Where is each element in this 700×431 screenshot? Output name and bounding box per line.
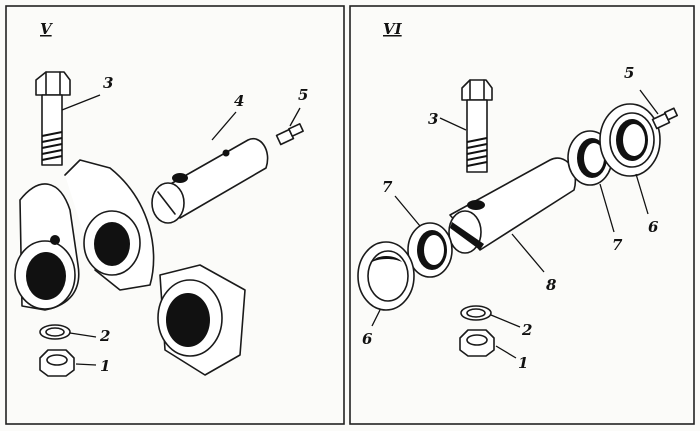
lug-block-part xyxy=(157,264,246,376)
panel-v-title: V xyxy=(40,20,53,38)
panel-v-frame xyxy=(5,5,345,425)
panel-vi-frame xyxy=(349,5,695,425)
panel-v-label-3: 3 xyxy=(103,74,113,92)
panel-v-label-2: 2 xyxy=(99,327,110,345)
panel-vi-label-6b: 6 xyxy=(648,218,659,236)
cover-ring-right xyxy=(599,103,661,177)
panel-vi-label-8: 8 xyxy=(546,276,557,294)
panel-v-label-5: 5 xyxy=(298,86,308,104)
panel-vi-label-2: 2 xyxy=(521,321,532,339)
bolt-part xyxy=(35,71,71,166)
pin-part xyxy=(151,137,269,224)
cover-ring-left xyxy=(357,241,415,311)
panel-vi-label-1: 1 xyxy=(518,354,528,372)
panel-vi-label-6a: 6 xyxy=(362,330,373,348)
nut-part xyxy=(459,329,495,357)
panel-vi: VI xyxy=(349,5,695,425)
grease-nipple-part xyxy=(275,123,304,146)
panel-v-label-4: 4 xyxy=(234,92,244,110)
panel-vi-label-7a: 7 xyxy=(382,178,393,196)
panel-vi-title: VI xyxy=(383,20,403,38)
nut-part xyxy=(39,349,75,377)
panel-vi-label-5: 5 xyxy=(624,64,634,82)
seal-ring-left xyxy=(407,222,453,278)
bolt-part xyxy=(461,79,493,173)
panel-v: V xyxy=(5,5,345,425)
grease-nipple-part xyxy=(651,107,679,130)
washer-part xyxy=(39,324,71,340)
panel-v-label-1: 1 xyxy=(100,357,110,375)
fork-bracket-part xyxy=(14,159,155,311)
panel-vi-label-3: 3 xyxy=(428,110,438,128)
washer-part xyxy=(460,305,492,321)
panel-vi-label-7b: 7 xyxy=(612,236,623,254)
